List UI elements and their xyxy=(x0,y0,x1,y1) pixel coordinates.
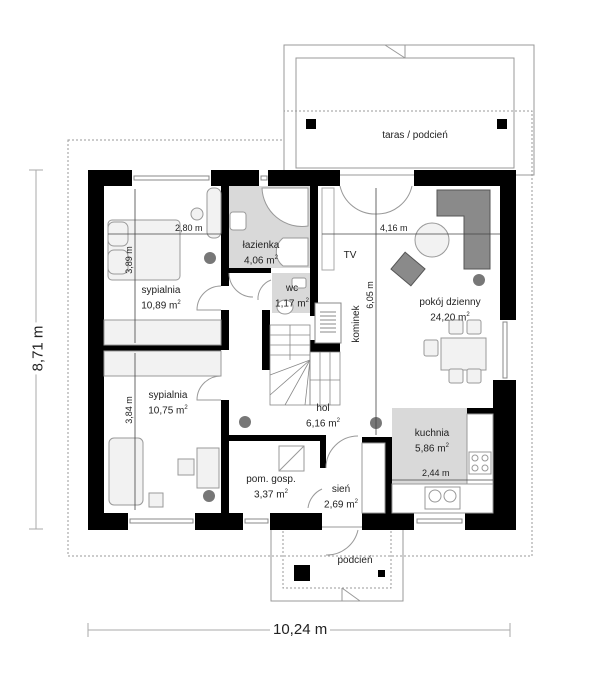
room-label-wc: wc 1,17 m2 xyxy=(275,283,309,310)
windows xyxy=(129,175,508,524)
dim-sypialnia2-depth: 3,84 m xyxy=(123,396,134,424)
room-label-sypialnia-1: sypialnia 10,89 m2 xyxy=(141,285,181,312)
terrace-label: taras / podcień xyxy=(382,130,448,141)
bedroom2-furniture xyxy=(103,350,222,508)
fireplace xyxy=(314,302,342,344)
kitchen-floor xyxy=(392,408,467,484)
walls xyxy=(88,170,516,530)
room-label-sien: sień 2,69 m2 xyxy=(324,484,358,511)
bedroom1-furniture xyxy=(103,187,222,346)
plants xyxy=(203,252,485,502)
terrace-inner xyxy=(295,57,515,169)
fireplace-label: kominek xyxy=(351,305,362,343)
room-label-sypialnia-2: sypialnia 10,75 m2 xyxy=(148,390,188,417)
dim-sypialnia1-width: 2,80 m xyxy=(175,223,203,233)
overall-depth: 8,71 m xyxy=(29,322,47,375)
room-label-hol: hol 6,16 m2 xyxy=(306,403,340,430)
dim-pokoj-width: 4,16 m xyxy=(380,223,408,233)
terrace-column xyxy=(497,119,507,129)
dim-pokoj-depth: 6,05 m xyxy=(364,281,375,309)
terrace-outer xyxy=(283,44,535,176)
room-label-pokoj-dzienny: pokój dzienny 24,20 m2 xyxy=(419,297,481,324)
terrace-column xyxy=(306,119,316,129)
doors xyxy=(196,185,413,556)
kitchen-furniture xyxy=(278,413,494,514)
room-label-kuchnia: kuchnia 5,86 m2 xyxy=(414,428,450,455)
room-label-pom-gosp: pom. gosp. 3,37 m2 xyxy=(246,474,296,501)
tv-label: TV xyxy=(343,250,357,261)
overall-width: 10,24 m xyxy=(270,621,331,638)
porch-label: podcień xyxy=(337,555,373,566)
stairs xyxy=(269,324,341,406)
tv-cabinet xyxy=(321,187,335,271)
living-furniture xyxy=(390,189,491,384)
dim-sypialnia1-depth: 3,89 m xyxy=(123,246,134,274)
bathroom-fixtures xyxy=(229,187,309,315)
dimension-lines xyxy=(108,188,500,510)
porch-column-small xyxy=(378,570,385,577)
room-label-lazienka: łazienka 4,06 m2 xyxy=(242,240,280,267)
porch-column xyxy=(294,565,310,581)
dim-kuchnia-width: 2,44 m xyxy=(422,468,450,478)
